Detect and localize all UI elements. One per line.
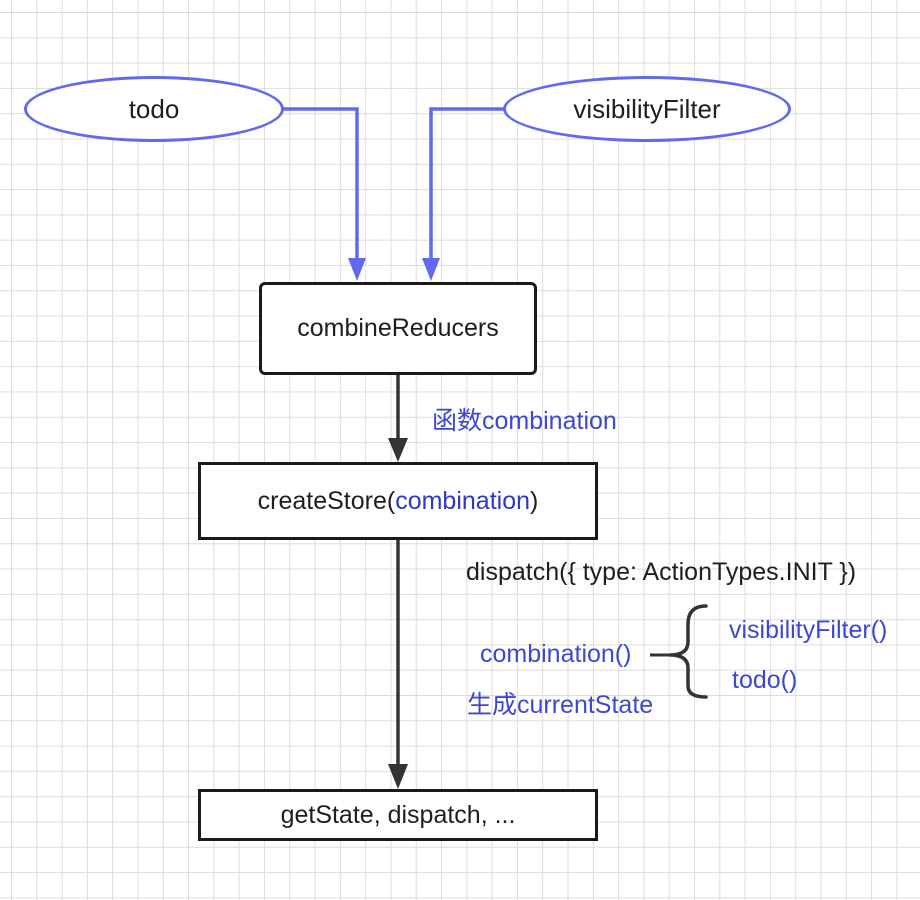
arrowhead-create <box>388 438 408 462</box>
label-todo-call: todo() <box>732 666 798 694</box>
node-visibility-filter: visibilityFilter <box>503 76 791 142</box>
node-create-store: createStore(combination) <box>198 462 598 540</box>
node-get-state: getState, dispatch, ... <box>198 789 598 841</box>
node-combine-reducers: combineReducers <box>259 282 537 375</box>
curly-brace-icon <box>669 604 708 699</box>
node-combine-reducers-label: combineReducers <box>297 314 499 342</box>
arrow-visibility-to-combine <box>429 107 505 262</box>
arrowhead-getstate <box>388 764 408 789</box>
node-todo-label: todo <box>128 93 180 124</box>
label-combination-call: combination() <box>480 640 632 668</box>
label-combination-fn: 函数combination <box>432 407 617 435</box>
create-store-prefix: createStore( <box>257 486 396 515</box>
arrowhead-todo <box>348 258 366 281</box>
create-store-arg: combination <box>395 486 531 515</box>
node-todo: todo <box>24 76 284 142</box>
node-get-state-label: getState, dispatch, ... <box>280 800 516 829</box>
arrow-todo-to-combine <box>283 107 359 262</box>
node-visibility-filter-label: visibilityFilter <box>573 93 721 124</box>
label-visibility-filter-call: visibilityFilter() <box>729 616 888 644</box>
label-generate-state: 生成currentState <box>467 691 654 719</box>
create-store-suffix: ) <box>530 486 539 515</box>
label-dispatch-init: dispatch({ type: ActionTypes.INIT }) <box>466 558 857 586</box>
arrowhead-visibility <box>422 258 440 281</box>
